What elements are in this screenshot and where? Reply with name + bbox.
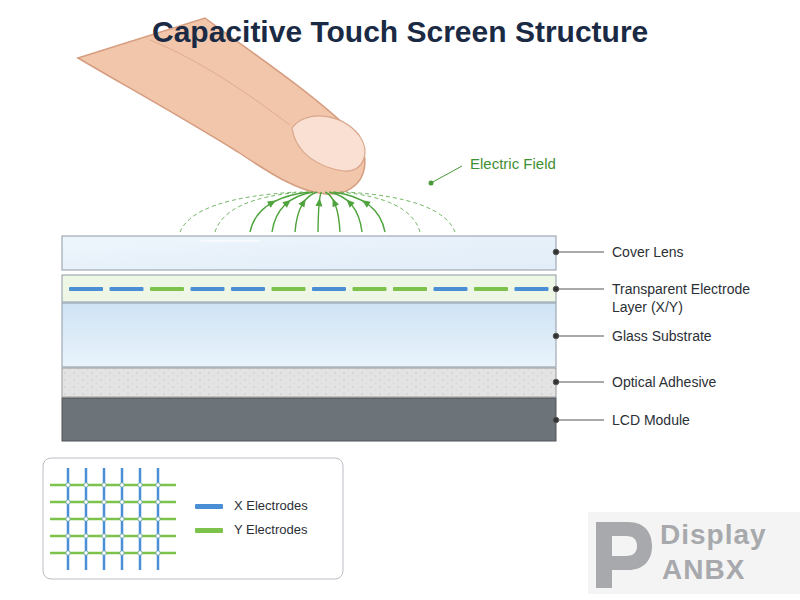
legend-box [43,458,343,579]
glass-substrate [62,303,556,367]
electric-field-lines [180,192,455,232]
legend-swatch [195,528,223,533]
legend-text: X Electrodes [234,497,308,515]
cover-lens [62,236,556,270]
electrode-layer [62,275,556,302]
layer-label: Cover Lens [612,243,684,261]
electrode-grid [50,468,176,570]
layer-label: LCD Module [612,411,690,429]
field-label: Electric Field [470,155,556,173]
layer-label: Optical Adhesive [612,373,716,391]
legend-swatch [195,504,223,509]
leader-line [431,166,462,183]
title: Capacitive Touch Screen Structure [152,14,648,50]
legend-text: Y Electrodes [234,521,307,539]
layer-leaders [553,249,604,423]
optical-adhesive [62,368,556,397]
leader-dot [429,181,434,186]
layer-label: Transparent Electrode Layer (X/Y) [612,280,782,316]
lcd-module [62,398,556,441]
watermark: Display [660,518,767,552]
watermark: ANBX [662,553,745,587]
layer-label: Glass Substrate [612,327,712,345]
watermark-logo [588,512,800,594]
electrode-strips [69,287,549,291]
